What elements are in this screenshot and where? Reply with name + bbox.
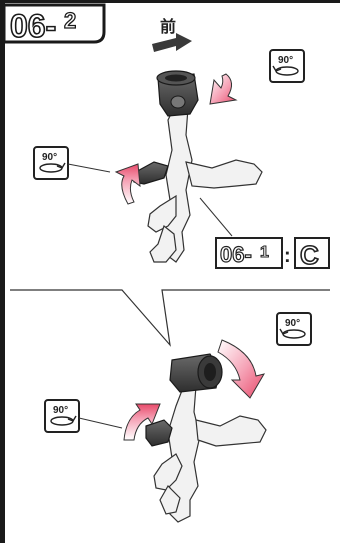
- rotate-angle-label: 90°: [278, 55, 293, 66]
- part-reference-label: 06- 1 : C: [216, 238, 329, 270]
- front-direction-indicator: 前: [152, 17, 192, 52]
- reference-step-number: 06-: [220, 242, 252, 267]
- step-number: 06-: [10, 8, 56, 44]
- page-frame-top: [0, 0, 340, 3]
- rotate-angle-label: 90°: [53, 405, 68, 416]
- reference-step-sub: 1: [260, 244, 269, 261]
- rotate-angle-label: 90°: [42, 152, 57, 163]
- rotate-angle-label: 90°: [285, 318, 300, 329]
- rotate-arrow-top-right: [210, 74, 236, 104]
- step-number-box: 06- 2: [4, 5, 104, 44]
- rotate-arrow-top-left: [116, 164, 140, 204]
- badge-leader-line: [68, 164, 110, 172]
- reference-part-letter: C: [300, 240, 319, 270]
- rotate-90-badge: 90°: [270, 50, 304, 82]
- step-sub-number: 2: [64, 8, 76, 33]
- rotate-arrow-bottom-right: [218, 340, 264, 398]
- badge-leader-line: [79, 418, 122, 428]
- top-assembly-figure: [132, 71, 262, 262]
- rotate-90-badge: 90°: [34, 147, 68, 179]
- front-direction-label: 前: [160, 17, 176, 36]
- rotate-90-badge: 90°: [45, 400, 79, 432]
- reference-separator: :: [284, 245, 291, 267]
- page-frame-edge: [0, 0, 5, 543]
- rotate-90-badge: 90°: [277, 313, 311, 345]
